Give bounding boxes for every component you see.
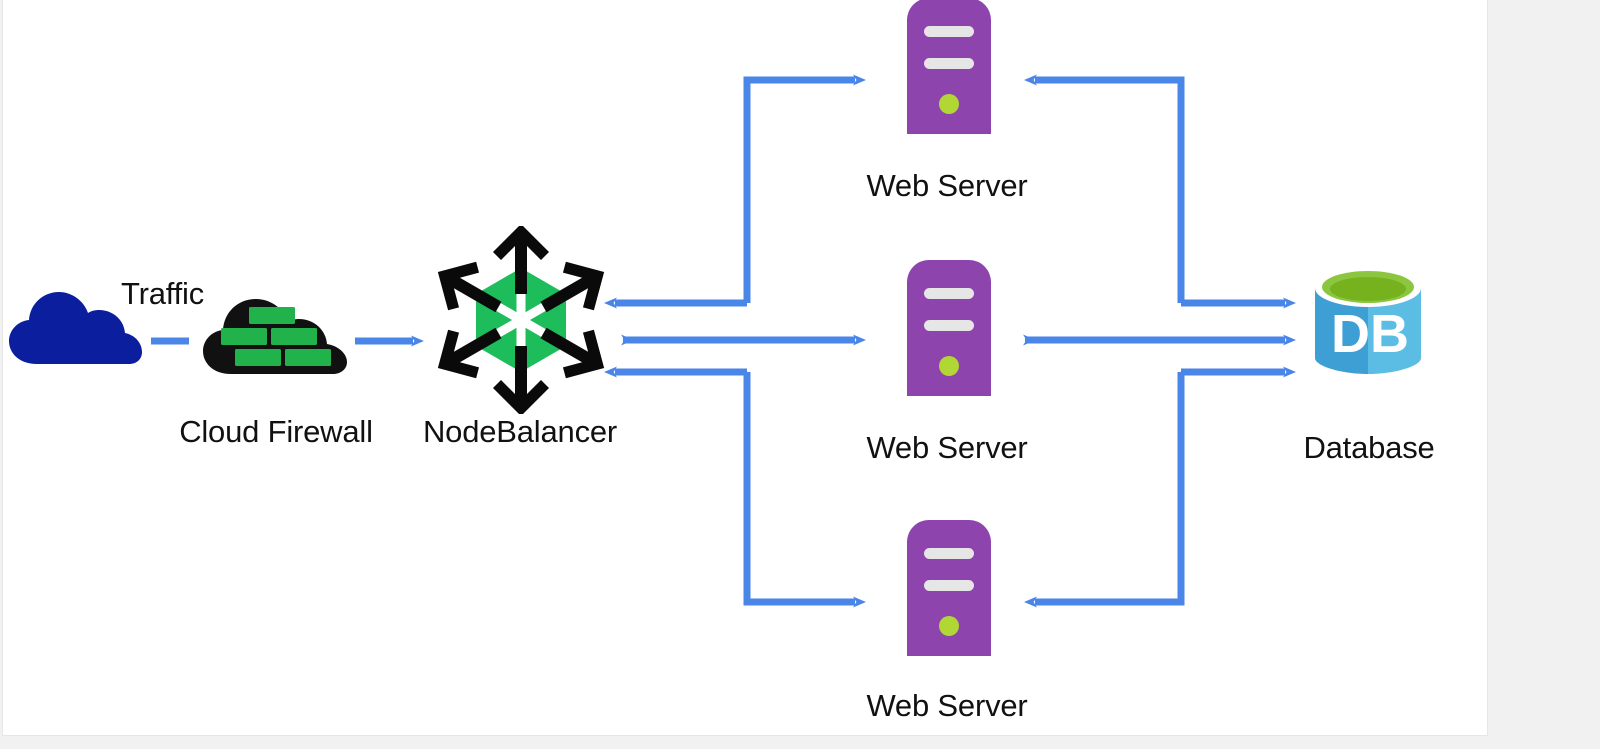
- database[interactable]: DB: [1311, 266, 1429, 396]
- server-icon: [907, 0, 991, 134]
- web-server-middle[interactable]: [907, 260, 991, 396]
- wire-database-to-top-server: [1024, 74, 1185, 303]
- traffic-label: Traffic: [121, 276, 205, 311]
- cloud-firewall-icon-wrap[interactable]: [199, 282, 357, 378]
- wire-balancer-to-top-server: [743, 74, 866, 303]
- db-glyph: DB: [1331, 304, 1409, 364]
- server-icon: [907, 520, 991, 656]
- database-icon: DB: [1315, 269, 1421, 374]
- internet-cloud[interactable]: [7, 284, 147, 369]
- web-server-top[interactable]: [907, 0, 991, 134]
- wire-database-to-bottom-server: [1024, 372, 1185, 608]
- web-server-top-label: Web Server: [866, 168, 1028, 203]
- cloud-icon: [9, 292, 142, 364]
- server-icon: [907, 260, 991, 396]
- nodebalancer-label: NodeBalancer: [422, 414, 618, 449]
- database-label: Database: [1303, 430, 1435, 465]
- cloud-firewall-label: Cloud Firewall: [179, 414, 373, 449]
- nodebalancer-icon-wrap[interactable]: [431, 224, 611, 416]
- web-server-bottom-label: Web Server: [866, 688, 1028, 723]
- web-server-middle-label: Web Server: [866, 430, 1028, 465]
- web-server-bottom[interactable]: [907, 520, 991, 656]
- nodebalancer-icon: [437, 224, 605, 416]
- firewall-icon: [203, 299, 347, 374]
- wire-balancer-to-bottom-server: [743, 372, 866, 608]
- diagram-canvas: Traffic Cloud Firewall: [2, 0, 1488, 736]
